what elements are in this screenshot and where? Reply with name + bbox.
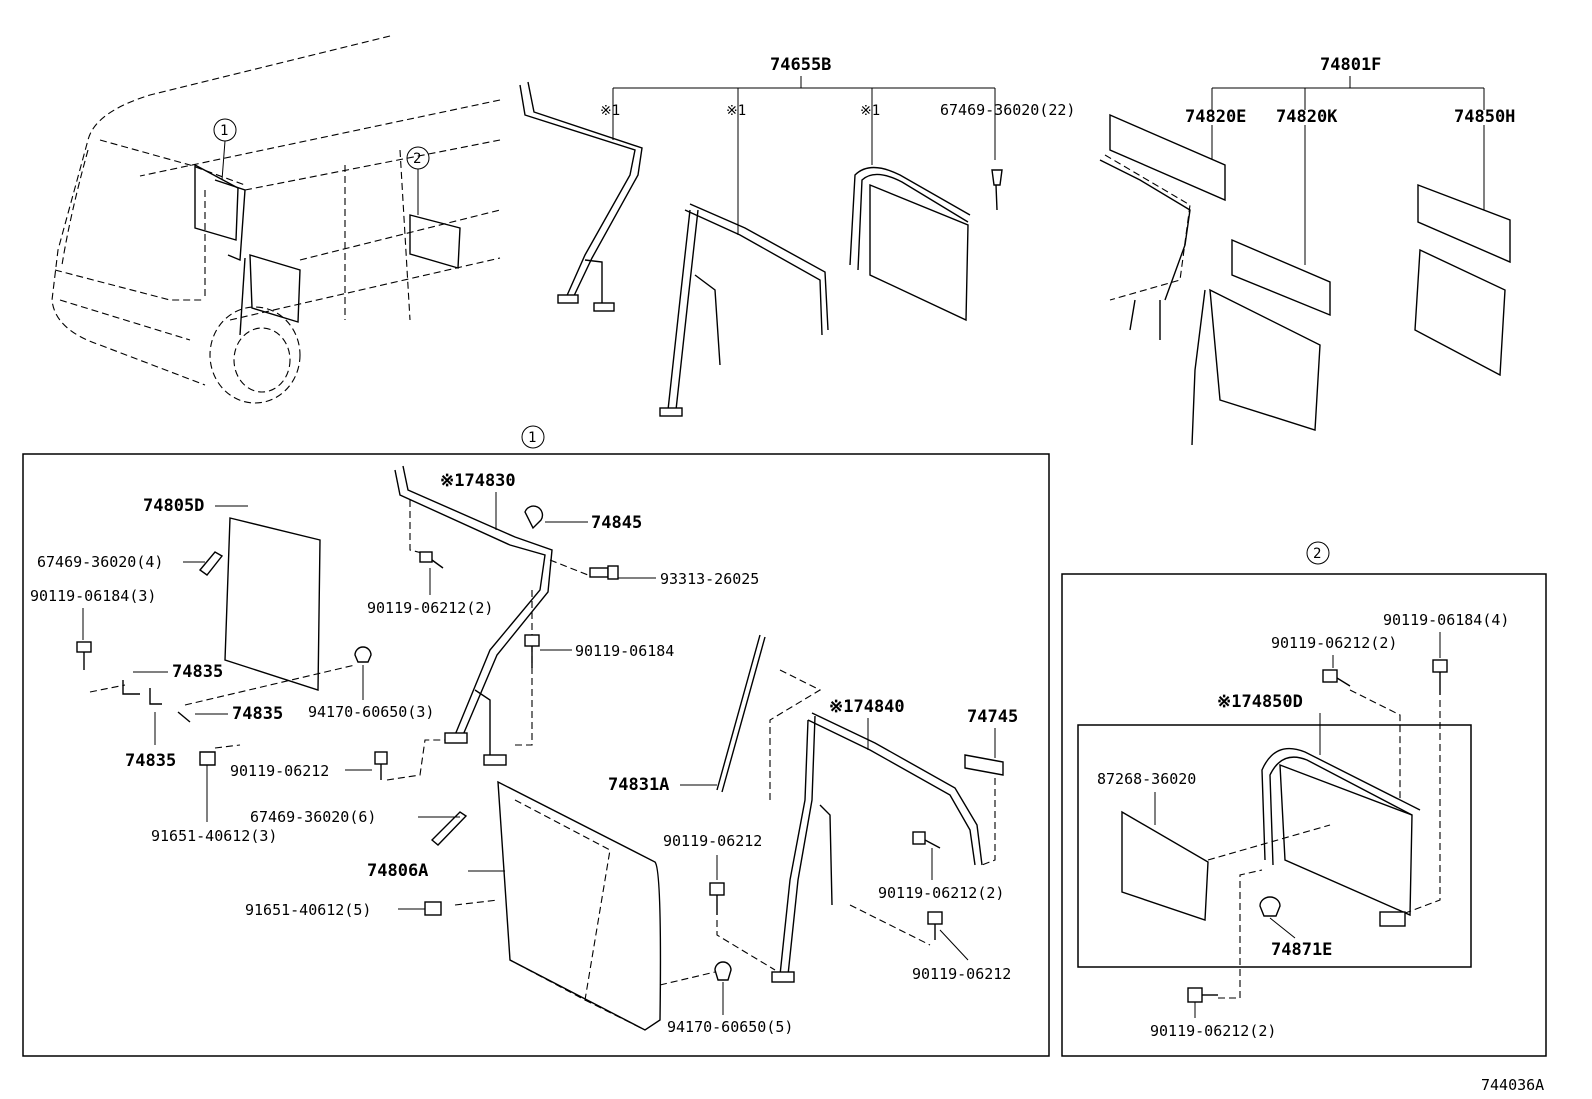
note-mark-rail-2: ※1: [726, 103, 746, 119]
assembly-74655B: 74655B ※1 ※1 ※1 67469-36020(22): [519, 55, 1075, 417]
rod-74831A-label: 74831A: [608, 775, 669, 795]
bolt-90119-06212-b-label: 90119-06212: [663, 832, 762, 850]
part-74805D-label: 74805D: [143, 496, 204, 516]
clip-94170-60650-3-label: 94170-60650(3): [308, 703, 434, 721]
rivet-67469-36020-4-label: 67469-36020(4): [37, 553, 163, 571]
nut-91651-40612-3-label: 91651-40612(3): [151, 827, 277, 845]
bracket-74835-label-b: 74835: [232, 704, 283, 724]
bolt-90119-06212-2-top-label: 90119-06212(2): [367, 599, 493, 617]
bolt-90119-06184-3-label: 90119-06184(3): [30, 587, 156, 605]
bolt-93313-26025-label: 93313-26025: [660, 570, 759, 588]
note-mark-rail-3: ※1: [860, 103, 880, 119]
bolt-90119-06212-2-top-label-d2: 90119-06212(2): [1271, 634, 1397, 652]
bolt-90119-06184-4-label: 90119-06184(4): [1383, 611, 1509, 629]
assembly-74655B-label: 74655B: [770, 55, 831, 75]
circle-1-marker-top: 1: [220, 123, 228, 139]
assembly-74801F: 74801F 74820E 74820K 74850H: [1099, 55, 1515, 446]
detail-box-1: 1 74805D 67469-36020(4) 90119-06184(3) 7…: [22, 425, 1050, 1057]
bracket-74745-label: 74745: [967, 707, 1018, 727]
vehicle-overview: 1 2: [51, 35, 501, 404]
assembly-74801F-label: 74801F: [1320, 55, 1381, 75]
bolt-90119-06212-2-right-label: 90119-06212(2): [878, 884, 1004, 902]
bolt-90119-06184-label: 90119-06184: [575, 642, 674, 660]
rail-74830-label: ※174830: [440, 471, 516, 491]
cap-74845-label: 74845: [591, 513, 642, 533]
bolt-90119-06212-2-bottom-label: 90119-06212(2): [1150, 1022, 1276, 1040]
detail-box-2: 2 90119-06184(4) 90119-06212(2) ※174850D…: [1061, 541, 1547, 1057]
bracket-74835-label-c: 74835: [125, 751, 176, 771]
cap-74871E-label: 74871E: [1271, 940, 1332, 960]
circle-1-marker-detail: 1: [528, 430, 536, 446]
circle-2-marker-detail: 2: [1313, 546, 1321, 562]
bracket-74835-label-a: 74835: [172, 662, 223, 682]
bolt-90119-06212-a-label: 90119-06212: [230, 762, 329, 780]
diagram-id: 744036A: [1481, 1076, 1544, 1094]
part-74820K-label: 74820K: [1276, 107, 1338, 127]
rivet-67469-36020-6-label: 67469-36020(6): [250, 808, 376, 826]
note-mark-rail-1: ※1: [600, 103, 620, 119]
fastener-67469-36020-22-label: 67469-36020(22): [940, 101, 1075, 119]
pad-87268-36020-label: 87268-36020: [1097, 770, 1196, 788]
clip-94170-60650-5-label: 94170-60650(5): [667, 1018, 793, 1036]
bolt-90119-06212-c-label: 90119-06212: [912, 965, 1011, 983]
panel-74806A-label: 74806A: [367, 861, 428, 881]
circle-2-marker-top: 2: [413, 151, 421, 167]
assembly-74850D-label: ※174850D: [1217, 692, 1303, 712]
rail-74840-label: ※174840: [829, 697, 905, 717]
part-74850H-label: 74850H: [1454, 107, 1515, 127]
part-74820E-label: 74820E: [1185, 107, 1246, 127]
nut-91651-40612-5-label: 91651-40612(5): [245, 901, 371, 919]
